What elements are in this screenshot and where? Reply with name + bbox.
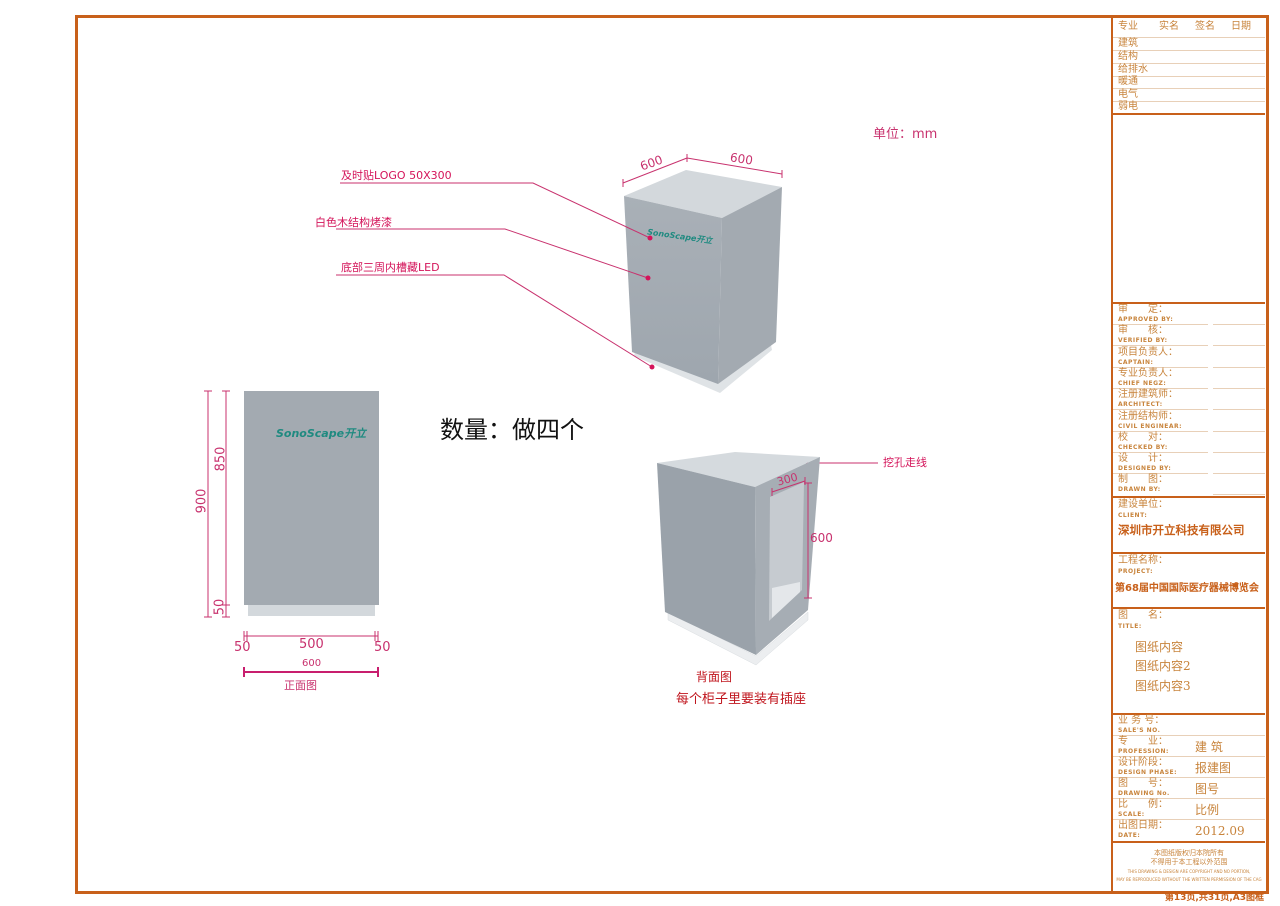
info-label: 出图日期： [1118, 820, 1168, 831]
drawing-canvas [204, 154, 878, 677]
info-label-en: SALE'S NO. [1118, 727, 1161, 734]
back-view-note: 每个柜子里要装有插座 [676, 692, 807, 707]
copyright-en-2: MAY BE REPRODUCED WITHOUT THE WRITTEN PE… [1116, 877, 1262, 882]
header-signature: 签名 [1195, 21, 1215, 32]
approval-label-en: APPROVED BY: [1118, 316, 1174, 323]
title-block: 专业 实名 签名 日期 建筑 结构 给排水 暖通 电气 弱电 审 定：APPRO… [1111, 15, 1265, 891]
info-label: 比 例： [1118, 799, 1168, 810]
back-left-face [657, 463, 756, 655]
info-label: 业 务 号： [1118, 715, 1165, 726]
callout-led: 底部三周内槽藏LED [341, 261, 440, 274]
dim-width-right: 50 [374, 640, 391, 655]
quantity-label: 数量：做四个 [440, 416, 584, 444]
dim-width-total: 600 [302, 658, 322, 669]
info-value: 2012.09 [1195, 824, 1245, 838]
drawing-frame [75, 15, 1269, 894]
back-top-face [657, 452, 820, 487]
info-label-en: PROFESSION: [1118, 748, 1169, 755]
discipline-row: 建筑 [1118, 38, 1138, 49]
front-total-width-line [243, 667, 379, 677]
client-label-en: CLIENT: [1118, 512, 1148, 519]
callout-logo: 及时贴LOGO 50X300 [341, 169, 452, 182]
info-value: 报建图 [1195, 761, 1232, 775]
info-label: 专 业： [1118, 736, 1168, 747]
back-cabinet [657, 452, 820, 666]
approval-label: 注册建筑师： [1118, 389, 1178, 401]
info-value: 建 筑 [1195, 740, 1223, 754]
client-label: 建设单位： [1118, 499, 1168, 510]
iso-dimension-lines [622, 154, 783, 187]
back-dimension-lines [771, 477, 812, 599]
discipline-row: 弱电 [1118, 101, 1138, 112]
iso-base [634, 340, 772, 393]
dim-height-base: 50 [212, 598, 228, 616]
unit-label: 单位：mm [873, 127, 938, 142]
dim-height-total: 900 [194, 488, 210, 514]
discipline-row: 电气 [1118, 89, 1138, 100]
approval-label-en: DRAWN BY: [1118, 486, 1161, 494]
iso-top-face [624, 170, 782, 218]
approval-label: 校 对： [1118, 431, 1168, 443]
back-view-caption: 背面图 [696, 670, 733, 684]
approval-label-en: ARCHITECT: [1118, 401, 1163, 409]
project-label-en: PROJECT: [1118, 568, 1154, 575]
callout-material: 白色木结构烤漆 [315, 216, 392, 229]
info-label-en: DATE: [1118, 832, 1141, 839]
title-value: 图纸内容3 [1135, 679, 1191, 693]
copyright-cn-1: 本图纸版权归本院所有 [1154, 849, 1224, 857]
approval-label: 审 核： [1118, 325, 1168, 337]
approval-label-en: CHECKED BY: [1118, 443, 1168, 451]
dim-width-mid: 500 [299, 637, 324, 652]
info-value: 图号 [1195, 782, 1220, 796]
info-label: 设计阶段： [1118, 757, 1168, 768]
copyright-cn-2: 不得用于本工程以外范围 [1150, 858, 1228, 866]
discipline-row: 给排水 [1118, 64, 1148, 75]
header-name: 实名 [1159, 21, 1179, 32]
info-label-en: DESIGN PHASE: [1118, 769, 1178, 776]
info-label-en: DRAWING No. [1118, 790, 1170, 797]
approval-label-en: CAPTAIN: [1118, 358, 1154, 366]
approval-label-en: CIVIL ENGINEAR: [1118, 422, 1182, 430]
callout-leaders [336, 182, 878, 464]
iso-cabinet [624, 170, 782, 393]
header-date: 日期 [1231, 21, 1251, 32]
info-label: 图 号： [1118, 778, 1168, 789]
title-value: 图纸内容 [1135, 640, 1184, 654]
iso-front-face [624, 196, 722, 384]
approval-label-en: VERIFIED BY: [1118, 337, 1168, 345]
approval-label: 设 计： [1118, 453, 1168, 465]
approval-label: 专业负责人： [1118, 367, 1178, 379]
dim-height-body: 850 [213, 446, 229, 472]
iso-side-face [718, 187, 782, 384]
copyright-en-1: THIS DRAWING & DESIGN ARE COPYRIGHT AND … [1127, 869, 1251, 874]
front-dimension-lines [204, 390, 379, 641]
approval-label-en: CHIEF NEGZ: [1118, 379, 1167, 387]
page-footer: 第13页,共31页,A3图框 [1164, 893, 1264, 903]
front-elevation [244, 391, 379, 616]
title-label: 图 名： [1118, 610, 1168, 621]
title-value: 图纸内容2 [1135, 659, 1191, 673]
callout-cable-hole: 挖孔走线 [883, 456, 927, 469]
dim-width-left: 50 [234, 640, 251, 655]
project-label: 工程名称： [1118, 555, 1168, 566]
title-label-en: TITLE: [1118, 623, 1142, 630]
back-base [667, 611, 809, 666]
header-discipline: 专业 [1118, 21, 1138, 32]
approval-label: 注册结构师： [1118, 410, 1178, 422]
approval-label: 审 定： [1118, 304, 1168, 315]
discipline-row: 暖通 [1118, 76, 1138, 87]
front-logo: SonoScape开立 [276, 427, 367, 440]
dim-opening-height: 600 [810, 531, 833, 545]
info-value: 比例 [1195, 803, 1220, 817]
approval-label: 制 图： [1118, 474, 1168, 486]
approval-label: 项目负责人： [1118, 346, 1178, 358]
discipline-row: 结构 [1118, 51, 1138, 62]
project-value: 第68届中国国际医疗器械博览会 [1115, 583, 1259, 594]
front-view-caption: 正面图 [284, 679, 317, 692]
info-label-en: SCALE: [1118, 811, 1145, 818]
client-value: 深圳市开立科技有限公司 [1118, 523, 1245, 537]
approval-label-en: DESIGNED BY: [1118, 465, 1172, 473]
